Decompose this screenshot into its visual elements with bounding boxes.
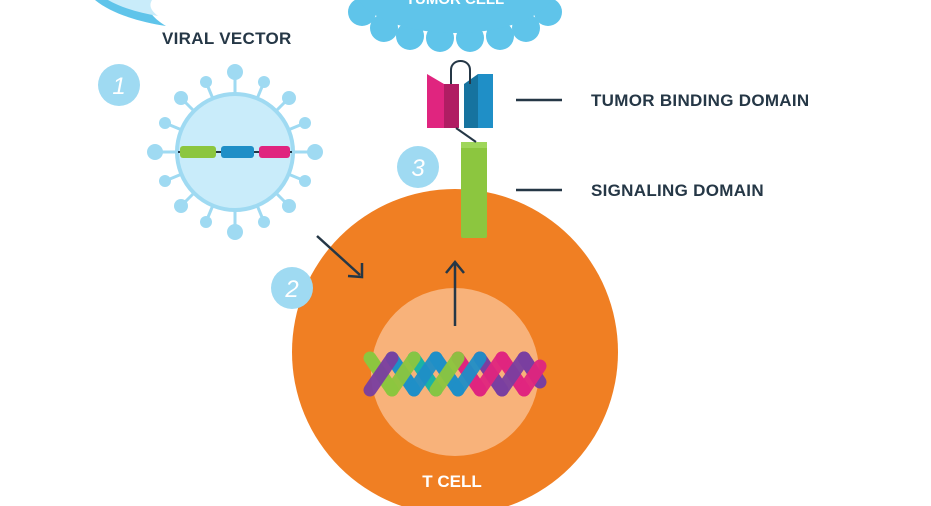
step-2-badge: 2 bbox=[271, 267, 313, 309]
tumor-cell-label: TUMOR CELL bbox=[406, 0, 504, 8]
signaling-domain-label: SIGNALING DOMAIN bbox=[591, 181, 764, 200]
signaling-domain bbox=[461, 142, 487, 238]
entry-arrow bbox=[316, 235, 364, 279]
tumor-cell: TUMOR CELL bbox=[348, 0, 562, 52]
dna-helix bbox=[363, 351, 547, 397]
svg-text:1: 1 bbox=[112, 73, 125, 100]
tumor-binding-domain bbox=[427, 60, 493, 143]
viral-gene-segments bbox=[178, 146, 292, 158]
svg-text:3: 3 bbox=[411, 155, 425, 182]
svg-text:2: 2 bbox=[284, 276, 298, 303]
expression-arrow bbox=[445, 260, 465, 326]
car-receptor bbox=[427, 60, 493, 238]
step-1-badge: 1 bbox=[98, 64, 140, 106]
step-3-badge: 3 bbox=[397, 146, 439, 188]
tumor-binding-domain-label: TUMOR BINDING DOMAIN bbox=[591, 91, 809, 110]
t-cell-label: T CELL bbox=[422, 472, 482, 491]
viral-vector-label: VIRAL VECTOR bbox=[162, 29, 292, 48]
